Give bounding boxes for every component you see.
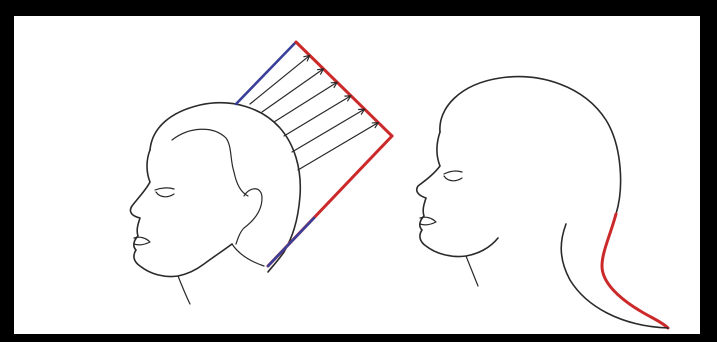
elevation-line <box>284 96 351 136</box>
elevation-line <box>262 69 323 112</box>
left-scalp-outline <box>150 103 300 272</box>
right-neck-front <box>466 256 478 286</box>
right-closed-eye <box>444 176 462 181</box>
left-neck-line <box>178 276 190 304</box>
elevation-line <box>274 82 337 122</box>
left-ear <box>236 189 262 244</box>
right-neck-curve <box>561 224 668 328</box>
right-face-profile <box>417 132 498 257</box>
guide-blue-bottom <box>268 218 314 266</box>
right-eyebrow <box>444 171 462 174</box>
elevation-line <box>292 109 365 152</box>
elevation-guide <box>236 42 392 266</box>
left-hairline <box>172 129 248 196</box>
left-jaw-line <box>232 244 264 266</box>
left-eyebrow <box>155 188 174 190</box>
left-figure <box>130 103 300 304</box>
left-face-profile <box>130 150 232 277</box>
left-closed-eye <box>156 192 174 197</box>
elevation-lines <box>250 55 378 170</box>
right-nape-curve <box>602 214 668 328</box>
right-figure <box>417 77 668 328</box>
right-head-outline <box>440 77 621 214</box>
